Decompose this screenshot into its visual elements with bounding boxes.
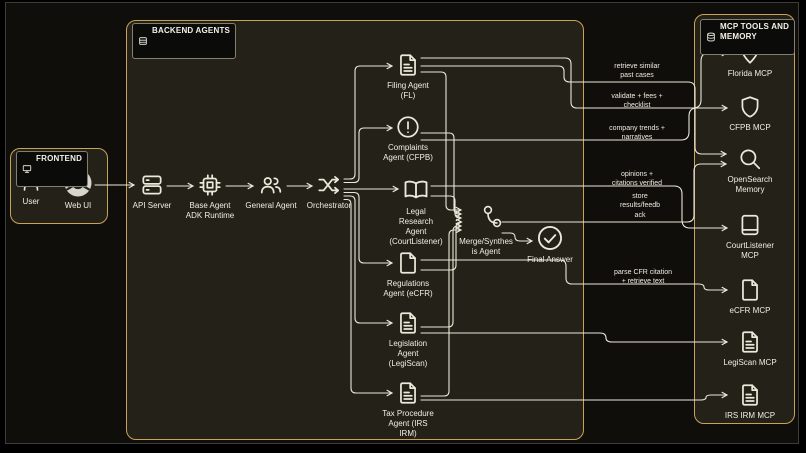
node-opensearch-memory[interactable]: OpenSearch Memory <box>706 146 794 195</box>
node-label: CFPB MCP <box>729 123 771 132</box>
node-label: Complaints Agent (CFPB) <box>383 143 433 162</box>
node-tax-procedure-agent[interactable]: Tax Procedure Agent (IRS IRM) <box>366 380 450 439</box>
node-cfpb-mcp[interactable]: CFPB MCP <box>706 94 794 133</box>
mcp-title: MCP TOOLS AND MEMORY <box>720 22 790 41</box>
node-label: Web UI <box>64 201 92 210</box>
backend-chip: BACKEND AGENTS <box>132 23 237 59</box>
node-ecfr-mcp[interactable]: eCFR MCP <box>706 277 794 316</box>
node-label: Legislation Agent (LegiScan) <box>388 339 428 368</box>
node-label: Filing Agent (FL) <box>387 81 429 100</box>
node-label: Regulations Agent (eCFR) <box>383 279 433 298</box>
edge-label-company-trends-narratives[interactable]: company trends + narratives <box>609 125 665 142</box>
node-label: Tax Procedure Agent (IRS IRM) <box>382 409 434 438</box>
file-text-icon <box>395 52 421 78</box>
node-label: General Agent <box>245 201 297 210</box>
book-open-icon <box>401 176 431 204</box>
node-legiscan-mcp[interactable]: LegiScan MCP <box>706 329 794 368</box>
users-icon <box>258 172 284 198</box>
notebook-icon <box>737 212 763 238</box>
file-icon <box>395 250 421 276</box>
search-icon <box>737 146 763 172</box>
edge-label-parse-cfr-citation[interactable]: parse CFR citation + retrieve text <box>614 269 672 286</box>
node-complaints-agent[interactable]: Complaints Agent (CFPB) <box>368 114 448 163</box>
monitor-icon <box>22 154 32 184</box>
backend-title: BACKEND AGENTS <box>152 26 231 35</box>
mcp-chip: MCP TOOLS AND MEMORY <box>700 19 796 55</box>
file-text-icon <box>395 310 421 336</box>
file-icon <box>737 277 763 303</box>
node-final-answer[interactable]: Final Answer <box>516 224 584 265</box>
node-legal-research-agent[interactable]: Legal Research Agent (CourtListener) <box>376 176 456 247</box>
edge-label-validate-fees-checklist[interactable]: validate + fees + checklist <box>611 93 663 110</box>
node-regulations-agent[interactable]: Regulations Agent (eCFR) <box>372 250 444 299</box>
frontend-chip: FRONTEND <box>16 151 89 187</box>
alert-circle-icon <box>395 114 421 140</box>
node-label: eCFR MCP <box>729 306 771 315</box>
node-base-agent-adk[interactable]: Base Agent ADK Runtime <box>180 172 240 221</box>
node-label: OpenSearch Memory <box>727 175 773 194</box>
edge-label-opinions-citations-verified[interactable]: opinions + citations verified <box>611 171 663 188</box>
node-label: Merge/Synthes is Agent <box>459 237 513 256</box>
database-icon <box>706 22 716 52</box>
shuffle-icon <box>316 172 342 198</box>
shield-icon <box>737 94 763 120</box>
node-label: API Server <box>132 201 172 210</box>
node-general-agent[interactable]: General Agent <box>240 172 302 211</box>
node-merge-synthesis-agent[interactable]: Merge/Synthes is Agent <box>450 202 522 257</box>
node-label: IRS IRM MCP <box>724 411 776 420</box>
node-label: Legal Research Agent (CourtListener) <box>389 207 443 246</box>
edge-label-retrieve-similar-past-cases[interactable]: retrieve similar past cases <box>614 63 660 80</box>
node-label: User <box>22 197 40 206</box>
edge-label-store-results-feedback[interactable]: store results/feedb ack <box>619 193 661 219</box>
node-filing-agent[interactable]: Filing Agent (FL) <box>372 52 444 101</box>
node-courtlistener-mcp[interactable]: CourtListener MCP <box>706 212 794 261</box>
node-label: CourtListener MCP <box>725 241 775 260</box>
server-panel-icon <box>138 26 148 56</box>
node-label: Orchestrator <box>306 201 352 210</box>
frontend-title: FRONTEND <box>36 154 83 163</box>
node-label: LegiScan MCP <box>723 358 777 367</box>
node-legislation-agent[interactable]: Legislation Agent (LegiScan) <box>372 310 444 369</box>
server-icon <box>139 172 165 198</box>
file-text-icon <box>395 380 421 406</box>
git-merge-icon <box>470 202 502 234</box>
file-text-icon <box>737 382 763 408</box>
file-text-icon <box>737 329 763 355</box>
node-label: Final Answer <box>527 255 573 264</box>
node-orchestrator[interactable]: Orchestrator <box>301 172 357 211</box>
check-circle-icon <box>536 224 564 252</box>
node-irs-irm-mcp[interactable]: IRS IRM MCP <box>706 382 794 421</box>
node-api-server[interactable]: API Server <box>122 172 182 211</box>
node-label: Base Agent ADK Runtime <box>185 201 235 220</box>
cpu-icon <box>197 172 223 198</box>
node-label: Florida MCP <box>727 69 773 78</box>
